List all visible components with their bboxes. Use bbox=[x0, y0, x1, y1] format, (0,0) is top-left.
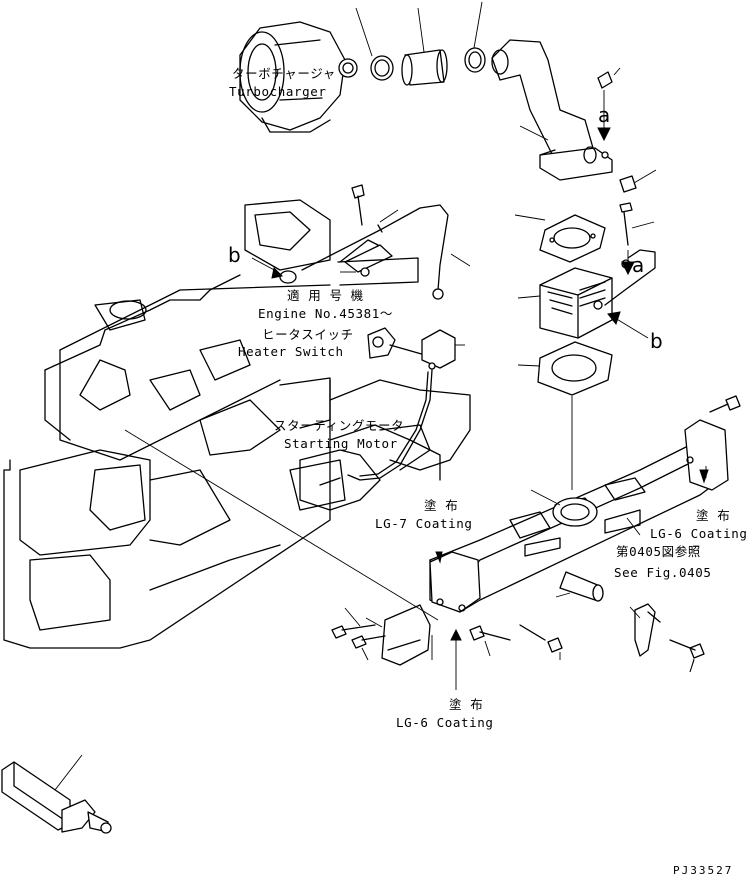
lg6-bottom-label-en: LG-6 Coating bbox=[396, 715, 494, 730]
arrow-lg7 bbox=[435, 551, 443, 564]
gasket-lower bbox=[537, 341, 613, 396]
callout-applicable-engine: 適 用 号 機 Engine No.45381～ bbox=[258, 288, 393, 321]
cover-bolt-upper bbox=[331, 624, 376, 639]
gasket-upper bbox=[539, 214, 606, 263]
applicable-label-jp: 適 用 号 機 bbox=[287, 288, 364, 303]
connection-label-b-left: b bbox=[228, 243, 241, 267]
spacer-pipe bbox=[559, 571, 604, 602]
arrow-b-left bbox=[251, 257, 284, 279]
arrow-lg6-bottom bbox=[450, 628, 462, 690]
cover-bolt-lower bbox=[351, 635, 386, 649]
callout-heater-switch: ヒータスイッチ Heater Switch bbox=[238, 327, 354, 359]
turbocharger-label-jp: ターボチャージャ bbox=[232, 66, 336, 81]
intake-elbow bbox=[491, 39, 613, 181]
bracket-bolt bbox=[669, 639, 705, 659]
support-bracket bbox=[634, 603, 661, 657]
bolt-heater-upper bbox=[619, 202, 633, 246]
starting-motor-label-jp: スターティングモータ bbox=[274, 418, 404, 433]
drawing-code: PJ33527 bbox=[673, 864, 733, 877]
grommet bbox=[279, 270, 297, 284]
arrow-b-right bbox=[607, 311, 649, 339]
bolt-elbow bbox=[619, 175, 637, 193]
turbocharger-label-en: Turbocharger bbox=[229, 84, 327, 99]
end-cover-plate bbox=[381, 604, 431, 666]
manifold-top-bolt bbox=[709, 395, 741, 413]
callout-starting-motor: スターティングモータ Starting Motor bbox=[274, 418, 404, 451]
lg6-right-label-jp: 塗 布 bbox=[696, 508, 730, 523]
connection-label-b-right: b bbox=[650, 329, 663, 353]
lg6-bottom-label-jp: 塗 布 bbox=[449, 697, 483, 712]
manifold-bolt-center bbox=[469, 625, 511, 641]
callout-lg7-coating: 塗 布 LG-7 Coating bbox=[375, 498, 473, 531]
heater-switch-label-jp: ヒータスイッチ bbox=[262, 327, 354, 342]
intake-hose bbox=[401, 49, 448, 86]
manifold-bolt-right bbox=[519, 624, 563, 653]
hose-clamp-right bbox=[464, 47, 486, 73]
tube-assembly bbox=[1, 761, 112, 834]
intake-heater bbox=[539, 267, 613, 339]
callout-turbocharger: ターボチャージャ Turbocharger bbox=[229, 66, 336, 99]
heater-switch-label-en: Heater Switch bbox=[238, 344, 344, 359]
starting-motor-label-en: Starting Motor bbox=[284, 436, 398, 451]
arrow-lg6-right bbox=[699, 469, 709, 484]
heater-switch bbox=[367, 327, 456, 370]
connection-label-a-lower: a bbox=[632, 253, 644, 277]
callout-lg6-coating-right: 塗 布 LG-6 Coating bbox=[650, 508, 748, 541]
lg6-right-label-en: LG-6 Coating bbox=[650, 526, 748, 541]
heater-harness bbox=[301, 184, 449, 300]
engine-block bbox=[3, 199, 471, 649]
starting-motor bbox=[299, 424, 441, 511]
turbocharger bbox=[239, 21, 358, 133]
callout-see-fig: 第0405図参照 See Fig.0405 bbox=[614, 544, 712, 580]
lg7-label-jp: 塗 布 bbox=[424, 498, 458, 513]
applicable-label-en: Engine No.45381～ bbox=[258, 306, 393, 321]
lg7-label-en: LG-7 Coating bbox=[375, 516, 473, 531]
intake-manifold bbox=[429, 419, 729, 613]
connection-label-a-upper: a bbox=[598, 103, 610, 127]
see-fig-label-en: See Fig.0405 bbox=[614, 565, 712, 580]
arrow-a-upper bbox=[597, 90, 611, 142]
leader-lines bbox=[54, 1, 707, 791]
hose-clamp-left bbox=[370, 55, 394, 81]
arrow-a-lower bbox=[621, 250, 635, 276]
callout-lg6-coating-bottom: 塗 布 LG-6 Coating bbox=[396, 697, 494, 730]
see-fig-label-jp: 第0405図参照 bbox=[616, 544, 701, 559]
